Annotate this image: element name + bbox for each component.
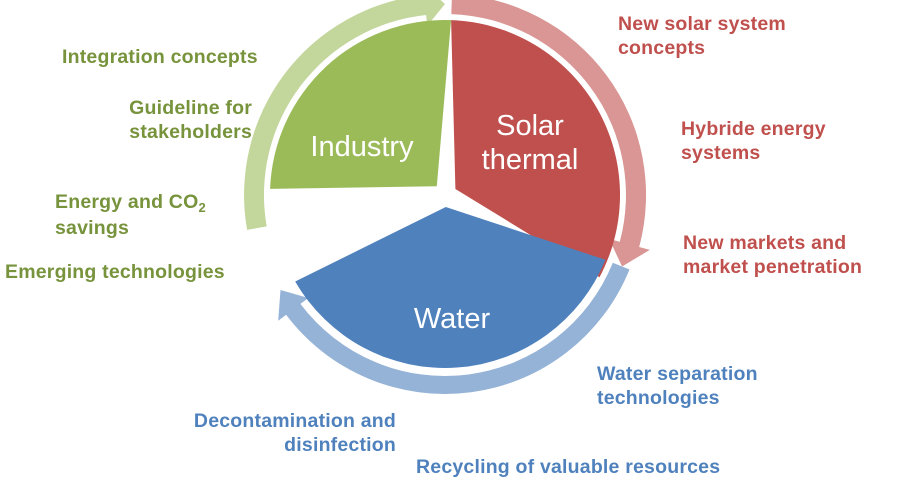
solar-item-new-solar-line2: concepts xyxy=(618,37,706,59)
water-item-decontamination-line1: Decontamination and xyxy=(193,410,396,432)
water-arrow xyxy=(278,262,630,394)
solar-segment-label-line2: thermal xyxy=(482,144,579,176)
solar-item-hybride-line2: systems xyxy=(681,142,761,164)
solar-thermal-arrow xyxy=(451,0,650,267)
industry-item-energy-line2: savings xyxy=(55,217,130,239)
industry-item-emerging: Emerging technologies xyxy=(5,261,225,283)
solar-item-hybride-line1: Hybride energy xyxy=(681,118,826,140)
water-item-decontamination-line2: disinfection xyxy=(284,434,396,456)
industry-item-integration: Integration concepts xyxy=(62,46,258,68)
solar-item-hybride: Hybride energy systems xyxy=(681,117,826,165)
water-segment xyxy=(295,207,606,368)
industry-item-guideline-line1: Guideline for xyxy=(129,97,252,119)
industry-segment-label: Industry xyxy=(310,131,414,163)
water-item-separation: Water separation technologies xyxy=(597,362,758,410)
industry-item-energy: Energy and CO2 savings xyxy=(55,190,206,240)
industry-item-guideline-line2: stakeholders xyxy=(129,121,252,143)
energy-text: Energy and CO xyxy=(55,191,199,213)
solar-item-markets-line2: market penetration xyxy=(683,256,863,278)
water-item-separation-line2: technologies xyxy=(597,387,720,409)
co2-subscript: 2 xyxy=(198,200,206,215)
solar-item-markets-line1: New markets and xyxy=(683,232,847,254)
water-item-recycling: Recycling of valuable resources xyxy=(416,456,721,478)
industry-segment xyxy=(270,19,452,189)
solar-item-new-solar-line1: New solar system xyxy=(618,13,786,35)
water-item-separation-line1: Water separation xyxy=(597,363,758,385)
water-item-decontamination: Decontamination and disinfection xyxy=(150,409,396,457)
solar-item-markets: New markets and market penetration xyxy=(683,231,862,279)
solar-item-new-solar: New solar system concepts xyxy=(618,12,786,60)
industry-arrow xyxy=(244,0,445,230)
solar-thermal-segment xyxy=(451,20,621,278)
industry-item-guideline: Guideline for stakeholders xyxy=(94,96,252,144)
water-segment-label: Water xyxy=(414,303,491,335)
industry-item-energy-line1: Energy and CO2 xyxy=(55,190,206,216)
solar-segment-label-line1: Solar xyxy=(496,110,564,142)
